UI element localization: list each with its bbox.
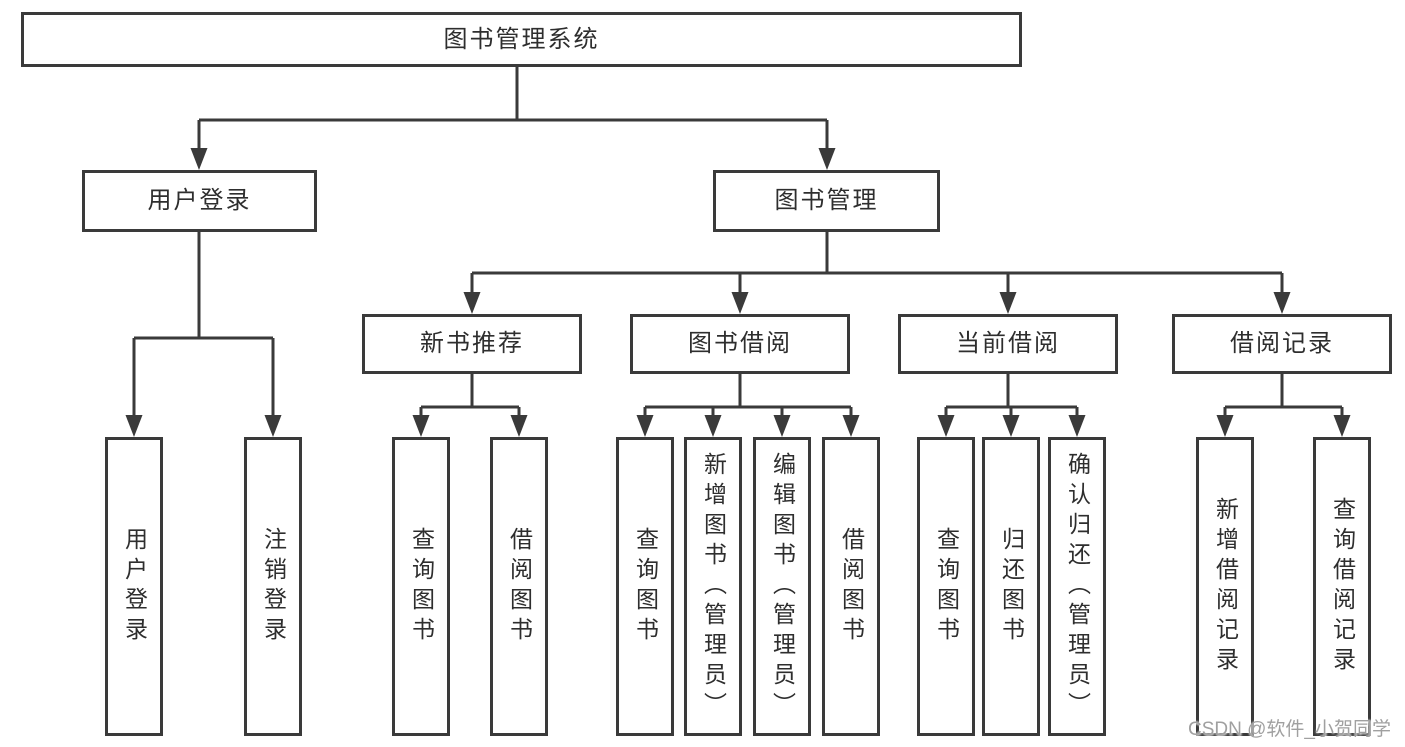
leaf-label: 确认归还（管理员） — [1064, 451, 1091, 722]
arrowhead-add-book — [704, 415, 722, 437]
node-label: 新书推荐 — [420, 330, 524, 357]
arrowhead-leaf-user-login — [125, 415, 143, 437]
leaf-query-borrow-record: 查询借阅记录 — [1313, 437, 1371, 736]
leaf-borrow-books: 借阅图书 — [822, 437, 880, 736]
connector-current-borrow-split — [944, 374, 1079, 420]
arrowhead-current-borrow — [999, 292, 1017, 314]
section-book-borrow: 图书借阅 — [630, 314, 850, 374]
leaf-add-book-admin: 新增图书（管理员） — [684, 437, 742, 736]
node-label: 图书管理 — [774, 187, 879, 214]
leaf-add-borrow-record: 新增借阅记录 — [1196, 437, 1254, 736]
watermark: CSDN @软件_小贺同学 — [1188, 719, 1391, 740]
arrowhead-borrow-books-1 — [510, 415, 528, 437]
arrowhead-borrow-records — [1273, 292, 1291, 314]
connector-borrow-records-split — [1223, 374, 1344, 420]
arrowhead-query-books-3 — [937, 415, 955, 437]
arrowhead-confirm-return — [1068, 415, 1086, 437]
leaf-borrow-books-recommend: 借阅图书 — [490, 437, 548, 736]
arrowhead-book-management — [818, 148, 836, 170]
arrowhead-edit-book — [773, 415, 791, 437]
leaf-label: 用户登录 — [121, 526, 148, 647]
leaf-confirm-return-admin: 确认归还（管理员） — [1048, 437, 1106, 736]
leaf-label: 查询图书 — [933, 526, 960, 647]
leaf-query-books-borrow: 查询图书 — [616, 437, 674, 736]
arrowhead-leaf-logout — [264, 415, 282, 437]
arrowhead-add-borrow-record — [1216, 415, 1234, 437]
leaf-label: 新增图书（管理员） — [700, 451, 727, 722]
arrowhead-query-books-2 — [636, 415, 654, 437]
leaf-logout: 注销登录 — [244, 437, 302, 736]
node-root: 图书管理系统 — [21, 12, 1022, 67]
leaf-query-books-current: 查询图书 — [917, 437, 975, 736]
leaf-label: 注销登录 — [260, 526, 287, 647]
node-label: 当前借阅 — [956, 330, 1060, 357]
leaf-label: 查询借阅记录 — [1329, 496, 1356, 677]
leaf-label: 借阅图书 — [506, 526, 533, 647]
leaf-label: 借阅图书 — [838, 526, 865, 647]
section-new-book-recommend: 新书推荐 — [362, 314, 582, 374]
arrowhead-book-borrow — [731, 292, 749, 314]
leaf-return-book: 归还图书 — [982, 437, 1040, 736]
connector-book-borrow-split — [643, 374, 853, 420]
branch-user-login: 用户登录 — [82, 170, 317, 232]
connector-user-login-split — [132, 232, 275, 420]
arrowhead-new-book-recommend — [463, 292, 481, 314]
arrowhead-query-borrow-record — [1333, 415, 1351, 437]
leaf-label: 归还图书 — [998, 526, 1025, 647]
section-current-borrow: 当前借阅 — [898, 314, 1118, 374]
leaf-label: 编辑图书（管理员） — [769, 451, 796, 722]
leaf-user-login: 用户登录 — [105, 437, 163, 736]
leaf-edit-book-admin: 编辑图书（管理员） — [753, 437, 811, 736]
arrowhead-query-books-1 — [412, 415, 430, 437]
section-borrow-records: 借阅记录 — [1172, 314, 1392, 374]
leaf-query-books-recommend: 查询图书 — [392, 437, 450, 736]
arrowhead-return-book — [1002, 415, 1020, 437]
arrowhead-borrow-books-2 — [842, 415, 860, 437]
arrowhead-user-login — [190, 148, 208, 170]
node-label: 用户登录 — [147, 187, 252, 214]
leaf-label: 新增借阅记录 — [1212, 496, 1239, 677]
connector-root-split — [197, 67, 829, 152]
connector-book-management-split — [470, 232, 1284, 296]
node-label: 图书借阅 — [688, 330, 792, 357]
node-label: 图书管理系统 — [443, 25, 600, 53]
connector-new-book-recommend-split — [419, 374, 521, 420]
leaf-label: 查询图书 — [408, 526, 435, 647]
node-label: 借阅记录 — [1230, 330, 1334, 357]
branch-book-management: 图书管理 — [713, 170, 940, 232]
leaf-label: 查询图书 — [632, 526, 659, 647]
